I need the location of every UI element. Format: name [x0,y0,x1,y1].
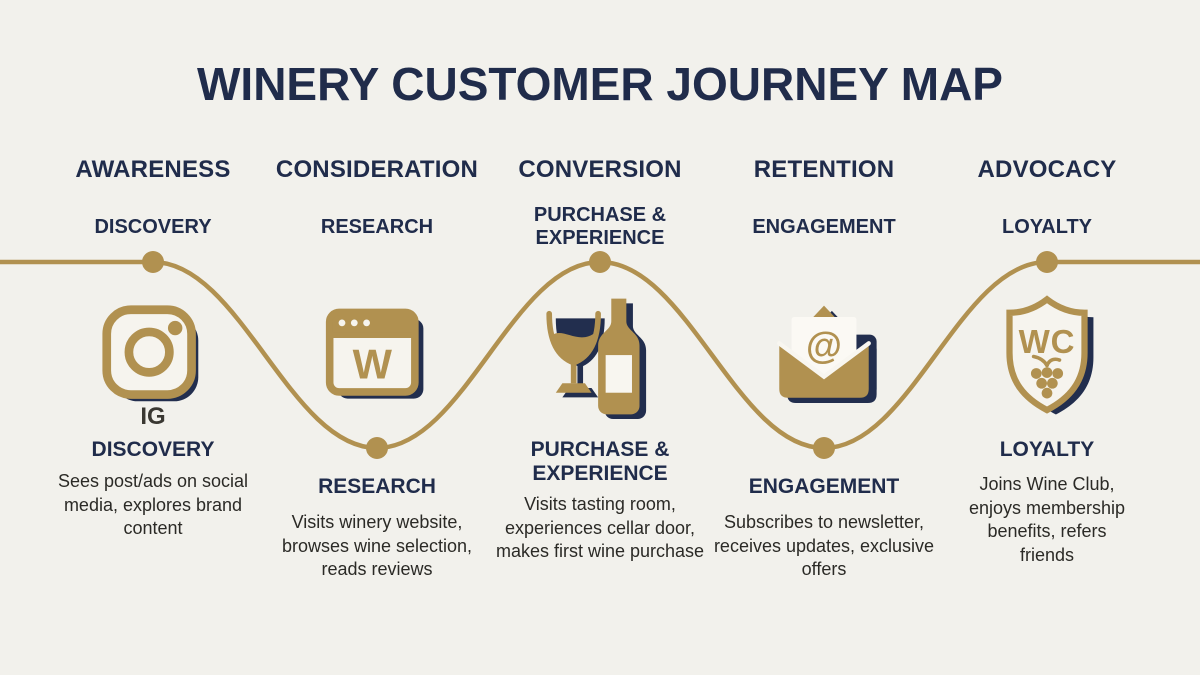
wine-glass-and-bottle-icon [488,296,712,419]
stage-heading: DISCOVERY [91,438,215,461]
open-envelope-at-icon: @ [712,296,936,416]
at-symbol: @ [806,325,842,366]
stage-sublabel: ENGAGEMENT [752,215,896,238]
stage-sublabel: LOYALTY [1001,215,1092,238]
page-title: WINERY CUSTOMER JOURNEY MAP [197,58,1003,110]
stage-column-advocacy: ADVOCACY LOYALTY WC LOYALTY Joins Win [935,148,1159,675]
stage-description: Sees post/ads on social media, explores … [57,471,249,538]
stage-label: ADVOCACY [977,156,1117,183]
stage-heading: PURCHASE & EXPERIENCE [530,438,670,485]
stage-label: CONVERSION [518,156,682,183]
milestone-dot-1 [142,251,164,273]
stage-column-awareness: AWARENESS DISCOVERY IG DISCOVERY Sees po… [41,148,265,675]
stage-column-retention: RETENTION ENGAGEMENT @ ENGAGEMENT Subscr… [712,148,936,675]
stage-sublabel: RESEARCH [320,215,434,238]
browser-letter: W [353,341,393,388]
stage-description: Visits tasting room, experiences cellar … [495,494,705,561]
stage-heading: LOYALTY [999,438,1095,461]
instagram-icon [41,296,265,416]
browser-window-icon: W [265,296,489,416]
wine-club-shield-icon: WC [935,294,1159,416]
stage-label: AWARENESS [75,156,231,183]
stage-label: CONSIDERATION [275,156,479,183]
stage-description: Subscribes to newsletter, receives updat… [713,512,935,579]
milestone-dot-4 [813,437,835,459]
milestone-dot-2 [366,437,388,459]
stage-heading: RESEARCH [318,475,436,498]
stage-description: Joins Wine Club, enjoys membership benef… [968,474,1126,565]
stage-column-conversion: CONVERSION PURCHASE & EXPERIENCE PURCHAS… [488,148,712,675]
milestone-dot-3 [589,251,611,273]
stage-heading: ENGAGEMENT [748,475,900,498]
milestone-dot-5 [1036,251,1058,273]
grapes-glyph [1030,354,1064,398]
stage-column-consideration: CONSIDERATION RESEARCH W RESEARCH Visits… [265,148,489,675]
stage-description: Visits winery website, browses wine sele… [281,512,473,579]
shield-monogram: WC [1019,322,1076,359]
stage-sublabel: DISCOVERY [94,215,212,238]
stage-sublabel: PURCHASE & EXPERIENCE [533,204,667,249]
icon-caption: IG [140,403,166,430]
stage-label: RETENTION [753,156,895,183]
